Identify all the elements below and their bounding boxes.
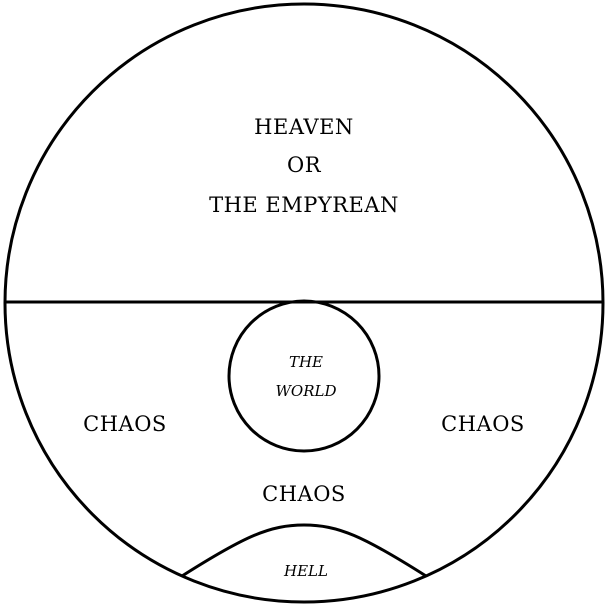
- chaos-label-right: CHAOS: [441, 412, 525, 436]
- hell-arc: [181, 523, 427, 578]
- world-label-line2: WORLD: [276, 382, 337, 400]
- heaven-label-line3: THE EMPYREAN: [209, 193, 399, 217]
- world-circle: [227, 299, 381, 453]
- chaos-label-bottom: CHAOS: [262, 482, 346, 506]
- heaven-label-line2: OR: [287, 153, 322, 177]
- chaos-label-left: CHAOS: [83, 412, 167, 436]
- hell-label: HELL: [283, 562, 328, 580]
- heaven-label-line1: HEAVEN: [254, 115, 354, 139]
- world-label-line1: THE: [289, 353, 323, 371]
